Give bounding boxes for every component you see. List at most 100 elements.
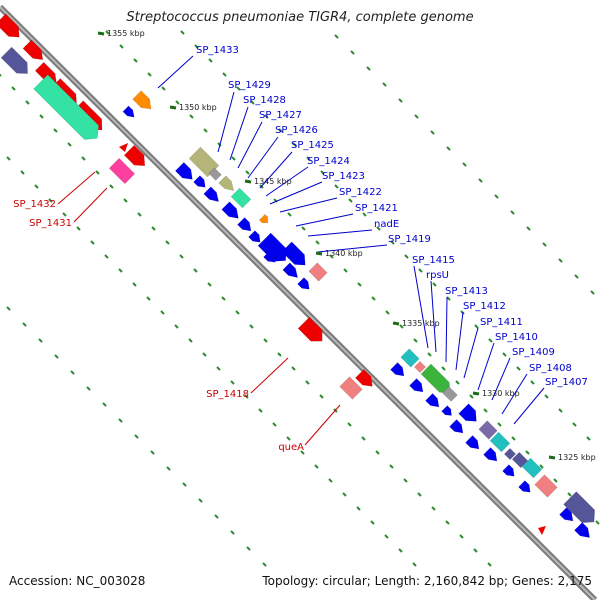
tick-dot <box>249 324 254 329</box>
gene-label-sp-1410[interactable]: SP_1410 <box>495 332 538 343</box>
gene-feature[interactable] <box>174 161 196 183</box>
tick-dot <box>356 506 361 511</box>
tick-dot <box>427 352 432 357</box>
accession-text: Accession: NC_003028 <box>9 574 146 588</box>
gene-feature[interactable] <box>478 420 498 440</box>
gene-feature[interactable] <box>203 186 222 205</box>
tick-dot <box>574 274 579 279</box>
gene-feature[interactable] <box>22 39 47 64</box>
gene-label-sp-1422[interactable]: SP_1422 <box>339 187 382 198</box>
gene-feature[interactable] <box>218 175 237 194</box>
tick-dot <box>132 282 137 287</box>
gene-feature[interactable] <box>409 378 427 396</box>
gene-label-sp-1429[interactable]: SP_1429 <box>228 80 271 91</box>
tick-dot <box>413 338 418 343</box>
tick-dot <box>182 482 187 487</box>
gene-feature[interactable] <box>0 46 33 79</box>
tick-dot <box>278 128 283 133</box>
gene-label-sp-1426[interactable]: SP_1426 <box>275 125 318 136</box>
gene-feature[interactable] <box>390 362 408 380</box>
gene-label-sp-1421[interactable]: SP_1421 <box>355 203 398 214</box>
gene-feature[interactable] <box>449 419 467 437</box>
gene-feature[interactable] <box>297 316 328 347</box>
gene-feature[interactable] <box>297 277 313 293</box>
gene-feature[interactable] <box>33 74 105 146</box>
tick-dot <box>586 436 591 441</box>
gene-feature[interactable] <box>221 201 243 222</box>
gene-label-sp-1411[interactable]: SP_1411 <box>480 317 523 328</box>
gene-feature[interactable] <box>413 360 427 374</box>
gene-feature[interactable] <box>489 431 511 453</box>
gene-label-sp-1427[interactable]: SP_1427 <box>259 110 302 121</box>
gene-label-sp-1415[interactable]: SP_1415 <box>412 255 455 266</box>
gene-feature[interactable] <box>132 90 156 114</box>
gene-feature[interactable] <box>339 376 363 400</box>
gene-label-quea[interactable]: queA <box>278 442 304 453</box>
gene-feature[interactable] <box>257 232 292 267</box>
gene-feature[interactable] <box>483 447 501 465</box>
tick-dot <box>231 156 236 161</box>
gene-label-sp-1428[interactable]: SP_1428 <box>243 95 286 106</box>
tick-dot <box>194 44 199 49</box>
gene-label-sp-1431[interactable]: SP_1431 <box>29 218 72 229</box>
gene-feature[interactable] <box>308 262 328 282</box>
gene-feature[interactable] <box>521 457 543 479</box>
tick-dot <box>502 352 507 357</box>
gene-feature[interactable] <box>193 175 209 191</box>
gene-feature[interactable] <box>458 403 482 427</box>
gene-label-sp-1413[interactable]: SP_1413 <box>445 286 488 297</box>
gene-label-sp-1418[interactable]: SP_1418 <box>206 389 249 400</box>
gene-label-sp-1425[interactable]: SP_1425 <box>291 140 334 151</box>
gene-feature[interactable] <box>108 157 136 185</box>
gene-label-nade[interactable]: nadE <box>374 219 399 230</box>
gene-feature[interactable] <box>281 241 310 270</box>
gene-feature[interactable] <box>465 435 483 453</box>
tick-dot <box>446 146 451 151</box>
gene-feature[interactable] <box>442 386 458 402</box>
gene-feature[interactable] <box>425 393 443 411</box>
gene-feature[interactable] <box>237 217 255 235</box>
tick-dot <box>301 226 306 231</box>
gene-feature[interactable] <box>511 451 529 469</box>
tick-dot <box>362 212 367 217</box>
gene-label-sp-1407[interactable]: SP_1407 <box>545 377 588 388</box>
gene-feature[interactable] <box>563 491 600 529</box>
gene-feature[interactable] <box>441 405 455 419</box>
gene-label-sp-1408[interactable]: SP_1408 <box>529 363 572 374</box>
gene-feature[interactable] <box>123 144 149 170</box>
gene-feature[interactable] <box>574 522 593 541</box>
gene-feature[interactable] <box>122 105 137 120</box>
gene-feature[interactable] <box>502 464 518 480</box>
gene-label-sp-1412[interactable]: SP_1412 <box>463 301 506 312</box>
gene-feature[interactable] <box>534 474 558 498</box>
gene-feature[interactable] <box>230 187 252 209</box>
gene-feature[interactable] <box>258 213 270 225</box>
gene-label-rpsu[interactable]: rpsU <box>426 270 449 281</box>
gene-label-sp-1423[interactable]: SP_1423 <box>322 171 365 182</box>
tick-dot <box>198 498 203 503</box>
tick-dot <box>207 282 212 287</box>
gene-feature[interactable] <box>400 348 420 368</box>
gene-feature[interactable] <box>282 262 301 281</box>
gene-feature[interactable] <box>208 167 222 181</box>
major-tick-mark <box>169 105 177 110</box>
tick-dot <box>473 548 478 553</box>
tick-dot <box>384 534 389 539</box>
map-title: Streptococcus pneumoniae TIGR4, complete… <box>126 10 474 25</box>
gene-feature[interactable] <box>559 507 577 525</box>
gene-feature[interactable] <box>263 250 279 266</box>
gene-label-sp-1409[interactable]: SP_1409 <box>512 347 555 358</box>
tick-dot <box>357 282 362 287</box>
gene-label-sp-1419[interactable]: SP_1419 <box>388 234 431 245</box>
gene-feature[interactable] <box>188 146 220 178</box>
gene-label-sp-1432[interactable]: SP_1432 <box>13 199 56 210</box>
gene-feature[interactable] <box>248 230 264 246</box>
tick-label: 1345 kbp <box>254 177 292 186</box>
gene-label-sp-1424[interactable]: SP_1424 <box>307 156 350 167</box>
tick-dot <box>455 380 460 385</box>
gene-feature[interactable] <box>503 447 517 461</box>
gene-label-sp-1433[interactable]: SP_1433 <box>196 45 239 56</box>
gene-feature[interactable] <box>518 480 534 496</box>
gene-feature[interactable] <box>354 368 376 390</box>
gene-feature[interactable] <box>0 13 24 42</box>
